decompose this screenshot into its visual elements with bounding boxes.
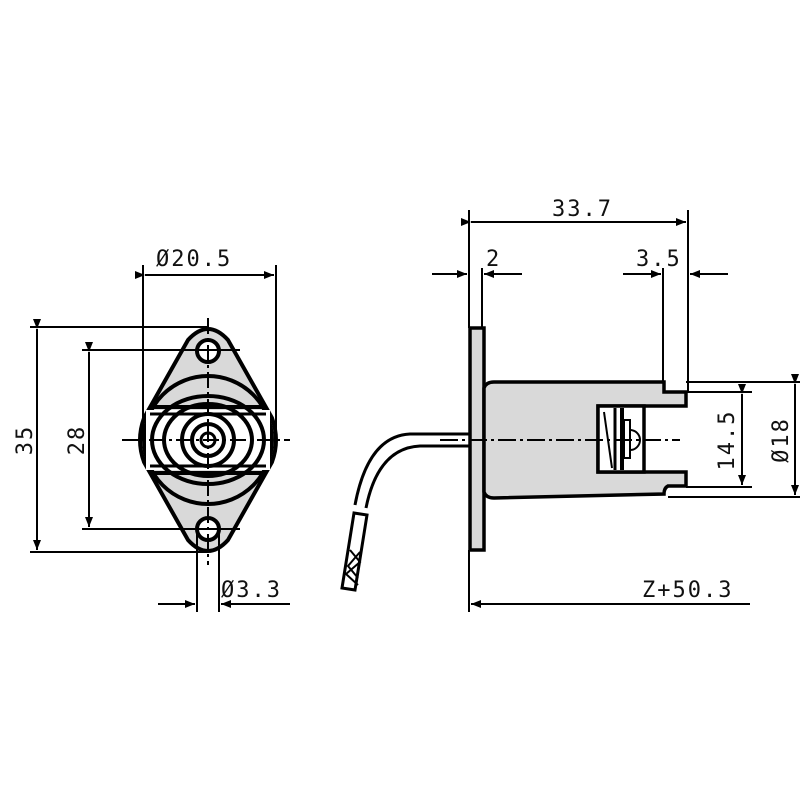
side-view xyxy=(340,326,688,592)
side-dimensions xyxy=(432,210,800,612)
dim-outer-diameter: Ø18 xyxy=(769,417,794,463)
front-dimensions xyxy=(30,265,290,612)
dim-overall-length: 33.7 xyxy=(552,197,613,222)
dim-hole-spacing: 28 xyxy=(65,425,90,456)
dim-lip-width: 3.5 xyxy=(636,247,682,272)
dim-overall-height: 35 xyxy=(13,425,38,456)
dim-inner-diameter: 14.5 xyxy=(715,410,740,471)
dim-flange-thickness: 2 xyxy=(486,247,501,272)
dim-flange-diameter: Ø20.5 xyxy=(156,247,232,272)
front-view xyxy=(122,318,290,565)
dim-total-length: Z+50.3 xyxy=(642,578,733,603)
dim-hole-diameter: Ø3.3 xyxy=(221,578,282,603)
lead-wire-end xyxy=(340,511,369,592)
